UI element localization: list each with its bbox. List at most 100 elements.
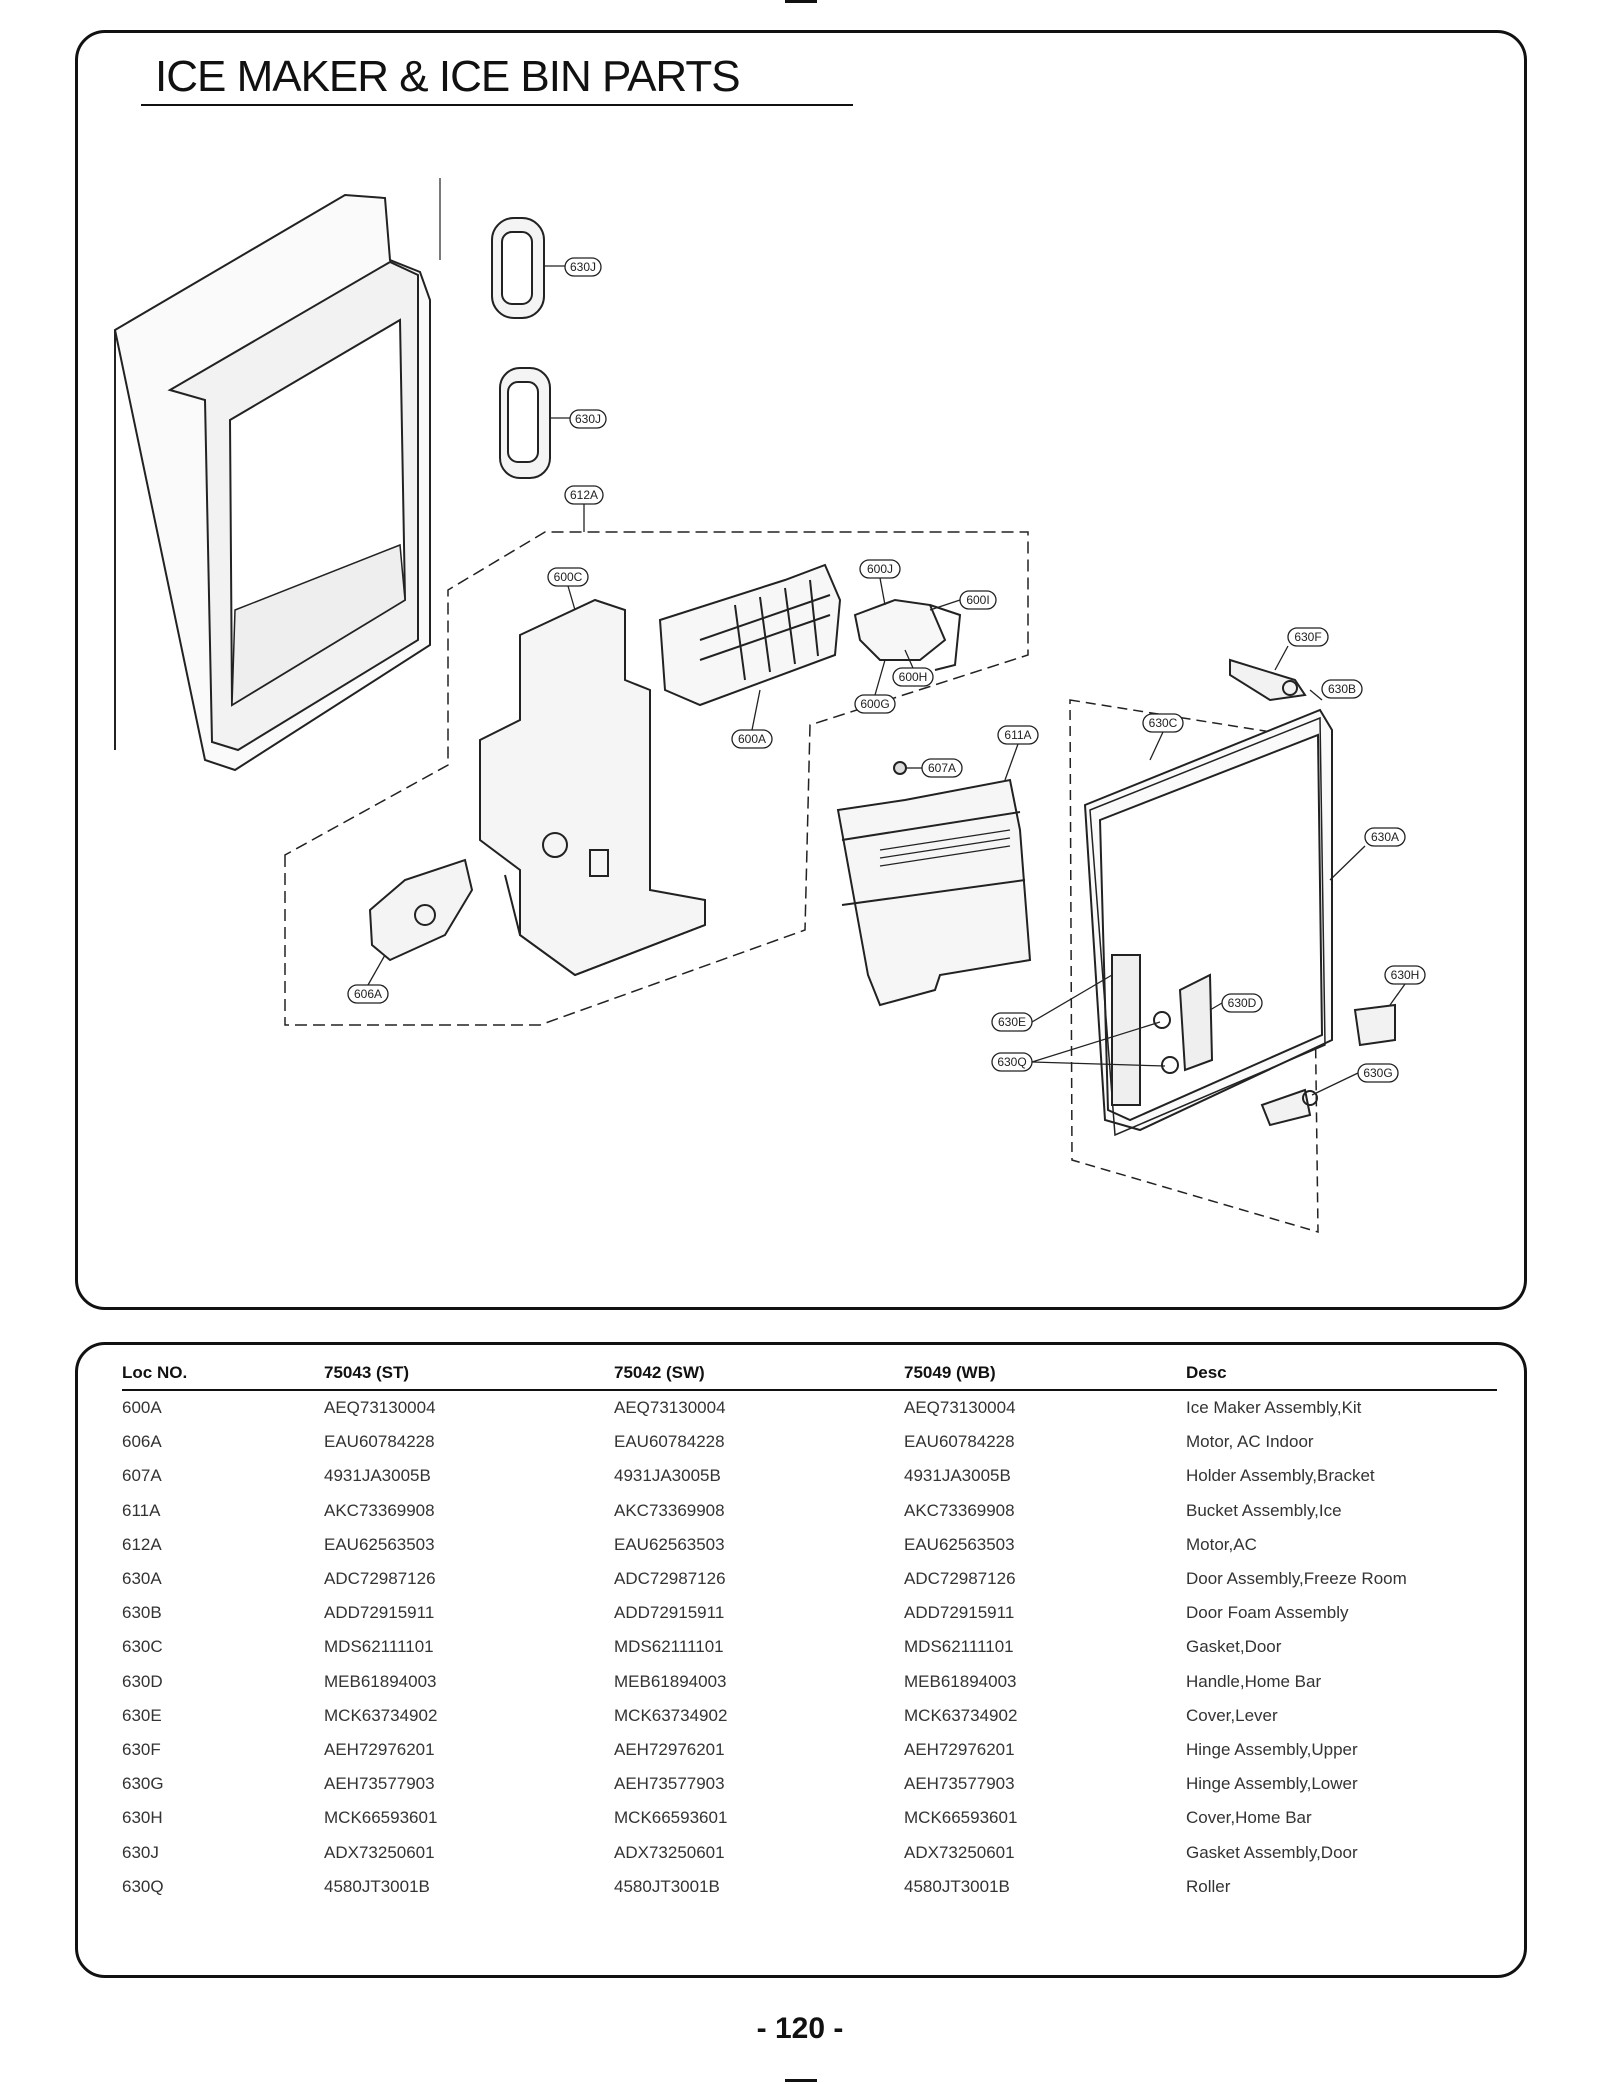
ice-bucket-611a	[836, 778, 1032, 1007]
col-75043-st: 75043 (ST)	[324, 1356, 614, 1391]
callout-600g: 600G	[854, 659, 896, 714]
cell-desc: Motor,AC	[1186, 1534, 1257, 1554]
svg-text:600J: 600J	[867, 562, 893, 576]
cell-loc-no: 630E	[122, 1705, 162, 1725]
svg-text:607A: 607A	[928, 761, 956, 775]
cell-part-st: MCK63734902	[324, 1705, 438, 1725]
cell-part-wb: AEH72976201	[904, 1739, 1015, 1759]
assembly-group-boundary	[284, 531, 1029, 1026]
page-number: - 120 -	[756, 2012, 844, 2045]
callout-630a: 630A	[1329, 827, 1406, 881]
cell-part-wb: ADD72915911	[904, 1603, 1015, 1623]
col-loc-no: Loc NO.	[122, 1356, 324, 1391]
cell-part-st: 4931JA3005B	[324, 1466, 431, 1486]
cell-part-wb: MCK66593601	[904, 1808, 1018, 1828]
cell-desc: Door Foam Assembly	[1186, 1603, 1349, 1623]
svg-text:600C: 600C	[554, 570, 583, 584]
top-edge-mark	[785, 0, 817, 3]
diagram-frame	[75, 30, 1527, 1310]
cell-loc-no: 600A	[122, 1398, 162, 1418]
page-title: ICE MAKER & ICE BIN PARTS	[155, 52, 741, 101]
svg-text:630F: 630F	[1294, 630, 1321, 644]
svg-text:630B: 630B	[1328, 682, 1356, 696]
col-desc: Desc	[1186, 1356, 1497, 1391]
cell-part-wb: 4931JA3005B	[904, 1466, 1011, 1486]
gasket-630j-upper	[491, 217, 545, 319]
cell-loc-no: 611A	[122, 1500, 161, 1520]
cell-part-sw: MDS62111101	[614, 1637, 724, 1657]
cell-loc-no: 630B	[122, 1603, 162, 1623]
cell-loc-no: 607A	[122, 1466, 162, 1486]
table-row: 611A AKC73369908 AKC73369908 AKC73369908 Buc…	[122, 1494, 1497, 1528]
svg-text:630G: 630G	[1363, 1066, 1392, 1080]
cell-loc-no: 630H	[122, 1808, 163, 1828]
svg-text:630H: 630H	[1391, 968, 1420, 982]
svg-text:600A: 600A	[738, 732, 766, 746]
cell-part-st: AKC73369908	[324, 1500, 435, 1520]
door-frame-illustration	[113, 178, 441, 772]
svg-text:630J: 630J	[570, 260, 596, 274]
cell-part-wb: MCK63734902	[904, 1705, 1018, 1725]
cell-part-sw: ADD72915911	[614, 1603, 725, 1623]
cell-desc: Gasket Assembly,Door	[1186, 1842, 1358, 1862]
callout-600j: 600J	[859, 559, 901, 606]
cell-part-st: ADD72915911	[324, 1603, 435, 1623]
cell-part-sw: EAU60784228	[614, 1432, 725, 1452]
parts-table: Loc NO. 75043 (ST) 75042 (SW) 75049 (WB)…	[122, 1356, 1497, 1904]
callout-630f: 630F	[1274, 627, 1329, 671]
cell-part-wb: AEH73577903	[904, 1774, 1015, 1794]
cell-desc: Cover,Lever	[1186, 1705, 1278, 1725]
callout-630h: 630H	[1384, 965, 1426, 1006]
cell-desc: Bucket Assembly,Ice	[1186, 1500, 1342, 1520]
cell-part-st: MDS62111101	[324, 1637, 434, 1657]
cell-part-wb: MEB61894003	[904, 1671, 1017, 1691]
callout-630j-2: 630J	[550, 409, 607, 429]
cell-loc-no: 630G	[122, 1774, 164, 1794]
callout-600i: 600I	[929, 590, 997, 611]
callout-607a: 607A	[906, 758, 963, 778]
cell-desc: Hinge Assembly,Upper	[1186, 1739, 1358, 1759]
gasket-630j-lower	[499, 367, 551, 479]
cell-loc-no: 630D	[122, 1671, 163, 1691]
cell-part-st: MCK66593601	[324, 1808, 438, 1828]
cell-desc: Cover,Home Bar	[1186, 1808, 1312, 1828]
cell-part-wb: AEQ73130004	[904, 1398, 1016, 1418]
cell-desc: Motor, AC Indoor	[1186, 1432, 1314, 1452]
cell-desc: Gasket,Door	[1186, 1637, 1282, 1657]
cell-desc: Hinge Assembly,Lower	[1186, 1774, 1358, 1794]
cell-part-sw: MEB61894003	[614, 1671, 727, 1691]
cell-part-wb: AKC73369908	[904, 1500, 1015, 1520]
callout-630j-1: 630J	[544, 257, 602, 277]
svg-text:600H: 600H	[899, 670, 928, 684]
ice-maker-small-parts	[853, 598, 962, 671]
cell-part-sw: AKC73369908	[614, 1500, 725, 1520]
ice-maker-housing	[479, 598, 706, 977]
cell-desc: Roller	[1186, 1876, 1231, 1896]
cell-part-wb: ADX73250601	[904, 1842, 1015, 1862]
table-row: 630B ADD72915911 ADD72915911 ADD72915911 Doo…	[122, 1596, 1497, 1630]
svg-text:612A: 612A	[570, 488, 598, 502]
cell-part-st: AEQ73130004	[324, 1398, 436, 1418]
svg-text:630Q: 630Q	[997, 1055, 1026, 1069]
callout-606a: 606A	[347, 954, 389, 1004]
callout-630d: 630D	[1209, 993, 1263, 1013]
cell-loc-no: 630Q	[122, 1876, 164, 1896]
svg-text:600I: 600I	[966, 593, 989, 607]
cell-part-st: MEB61894003	[324, 1671, 437, 1691]
col-75049-wb: 75049 (WB)	[904, 1356, 1186, 1391]
svg-text:630J: 630J	[575, 412, 601, 426]
ice-maker-assembly	[658, 563, 842, 707]
cell-part-st: EAU60784228	[324, 1432, 435, 1452]
cell-part-wb: 4580JT3001B	[904, 1876, 1010, 1896]
svg-text:600G: 600G	[860, 697, 889, 711]
cell-part-wb: ADC72987126	[904, 1569, 1016, 1589]
cell-part-sw: EAU62563503	[614, 1534, 725, 1554]
callout-630b: 630B	[1309, 679, 1363, 701]
